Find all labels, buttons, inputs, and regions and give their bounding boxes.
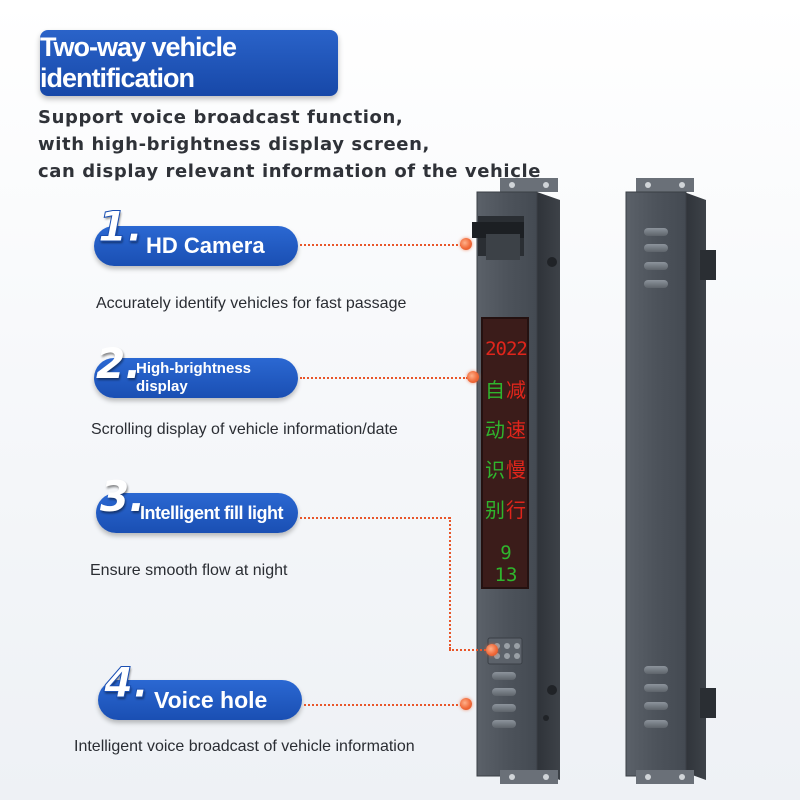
leader-line xyxy=(449,649,489,651)
bracket-screw xyxy=(543,182,549,188)
feature-description: Intelligent voice broadcast of vehicle i… xyxy=(74,738,415,755)
bracket-screw xyxy=(679,774,685,780)
bottom-bracket xyxy=(636,770,694,784)
side-bracket xyxy=(700,688,716,718)
subtitle-line: can display relevant information of the … xyxy=(38,161,542,182)
led-char: 行 xyxy=(506,498,526,522)
feature-pill-fill-light: Intelligent fill light xyxy=(96,493,298,533)
bracket-screw xyxy=(679,182,685,188)
led-char: 慢 xyxy=(506,458,526,482)
side-bracket xyxy=(700,250,716,280)
led-char: 动 xyxy=(485,418,505,442)
feature-number: 4. xyxy=(103,658,150,707)
vent-slot xyxy=(644,666,668,674)
feature-description: Accurately identify vehicles for fast pa… xyxy=(96,295,407,312)
left-column xyxy=(472,178,560,784)
vent-slot xyxy=(644,228,668,236)
leader-line xyxy=(304,704,462,706)
leader-line xyxy=(300,244,462,246)
vent-slot xyxy=(644,702,668,710)
pointer-dot xyxy=(460,698,472,710)
right-column xyxy=(625,178,716,784)
feature-number: 2. xyxy=(96,339,142,388)
vent-slot xyxy=(644,720,668,728)
voice-slot xyxy=(492,688,516,696)
feature-number: 3. xyxy=(100,472,146,521)
leader-line xyxy=(449,517,451,649)
voice-slot xyxy=(492,704,516,712)
subtitle-line: with high-brightness display screen, xyxy=(38,134,430,155)
fill-light-led xyxy=(504,643,510,649)
feature-description: Ensure smooth flow at night xyxy=(90,562,288,579)
subtitle-line: Support voice broadcast function, xyxy=(38,107,404,128)
fill-light-led xyxy=(514,643,520,649)
bracket-screw xyxy=(645,182,651,188)
bracket-screw xyxy=(509,182,515,188)
feature-label: HD Camera xyxy=(146,233,265,258)
bracket-screw xyxy=(645,774,651,780)
feature-pill-hd-camera: HD Camera xyxy=(94,226,298,266)
page-title: Two-way vehicle identification xyxy=(40,32,237,93)
side-face xyxy=(684,192,706,780)
side-face xyxy=(537,192,560,780)
led-char: 识 xyxy=(485,458,505,482)
side-knob xyxy=(543,715,549,721)
fill-light-led xyxy=(504,653,510,659)
subtitle: Support voice broadcast function, with h… xyxy=(38,104,598,185)
pointer-dot xyxy=(467,371,479,383)
feature-label: Intelligent fill light xyxy=(140,502,283,523)
feature-description: Scrolling display of vehicle information… xyxy=(91,421,398,438)
pointer-dot xyxy=(460,238,472,250)
vent-slot xyxy=(644,262,668,270)
bracket-screw xyxy=(543,774,549,780)
voice-slot xyxy=(492,672,516,680)
led-char: 减 xyxy=(506,378,526,402)
led-col1: 自 动 识 别 xyxy=(484,370,506,530)
top-bracket xyxy=(636,178,694,192)
feature-number: 1. xyxy=(97,202,144,251)
side-knob xyxy=(547,685,557,695)
side-knob xyxy=(547,257,557,267)
feature-label: display xyxy=(136,378,188,395)
pointer-dot xyxy=(486,644,498,656)
vent-slot xyxy=(644,684,668,692)
led-col2: 减 速 慢 行 xyxy=(505,370,527,530)
vent-slot xyxy=(644,244,668,252)
leader-line xyxy=(300,517,450,519)
front-face xyxy=(625,191,687,777)
feature-pill-voice-hole: Voice hole xyxy=(98,680,302,720)
top-bracket xyxy=(500,178,558,192)
feature-label: High-brightness xyxy=(136,360,251,377)
camera-lens-box xyxy=(486,234,520,260)
led-bottom: 9 13 xyxy=(494,542,518,586)
led-year: 2022 xyxy=(485,338,528,360)
led-display xyxy=(481,317,529,589)
title-badge: Two-way vehicle identification xyxy=(40,30,338,96)
bracket-screw xyxy=(509,774,515,780)
vent-slot xyxy=(644,280,668,288)
led-char: 自 xyxy=(485,378,505,402)
bottom-bracket xyxy=(500,770,558,784)
fill-light-led xyxy=(514,653,520,659)
led-char: 速 xyxy=(506,418,526,442)
voice-slot xyxy=(492,720,516,728)
feature-label: Voice hole xyxy=(154,686,268,713)
led-char: 别 xyxy=(485,498,505,522)
leader-line xyxy=(300,377,468,379)
feature-pill-high-brightness: High-brightness display xyxy=(94,358,298,398)
